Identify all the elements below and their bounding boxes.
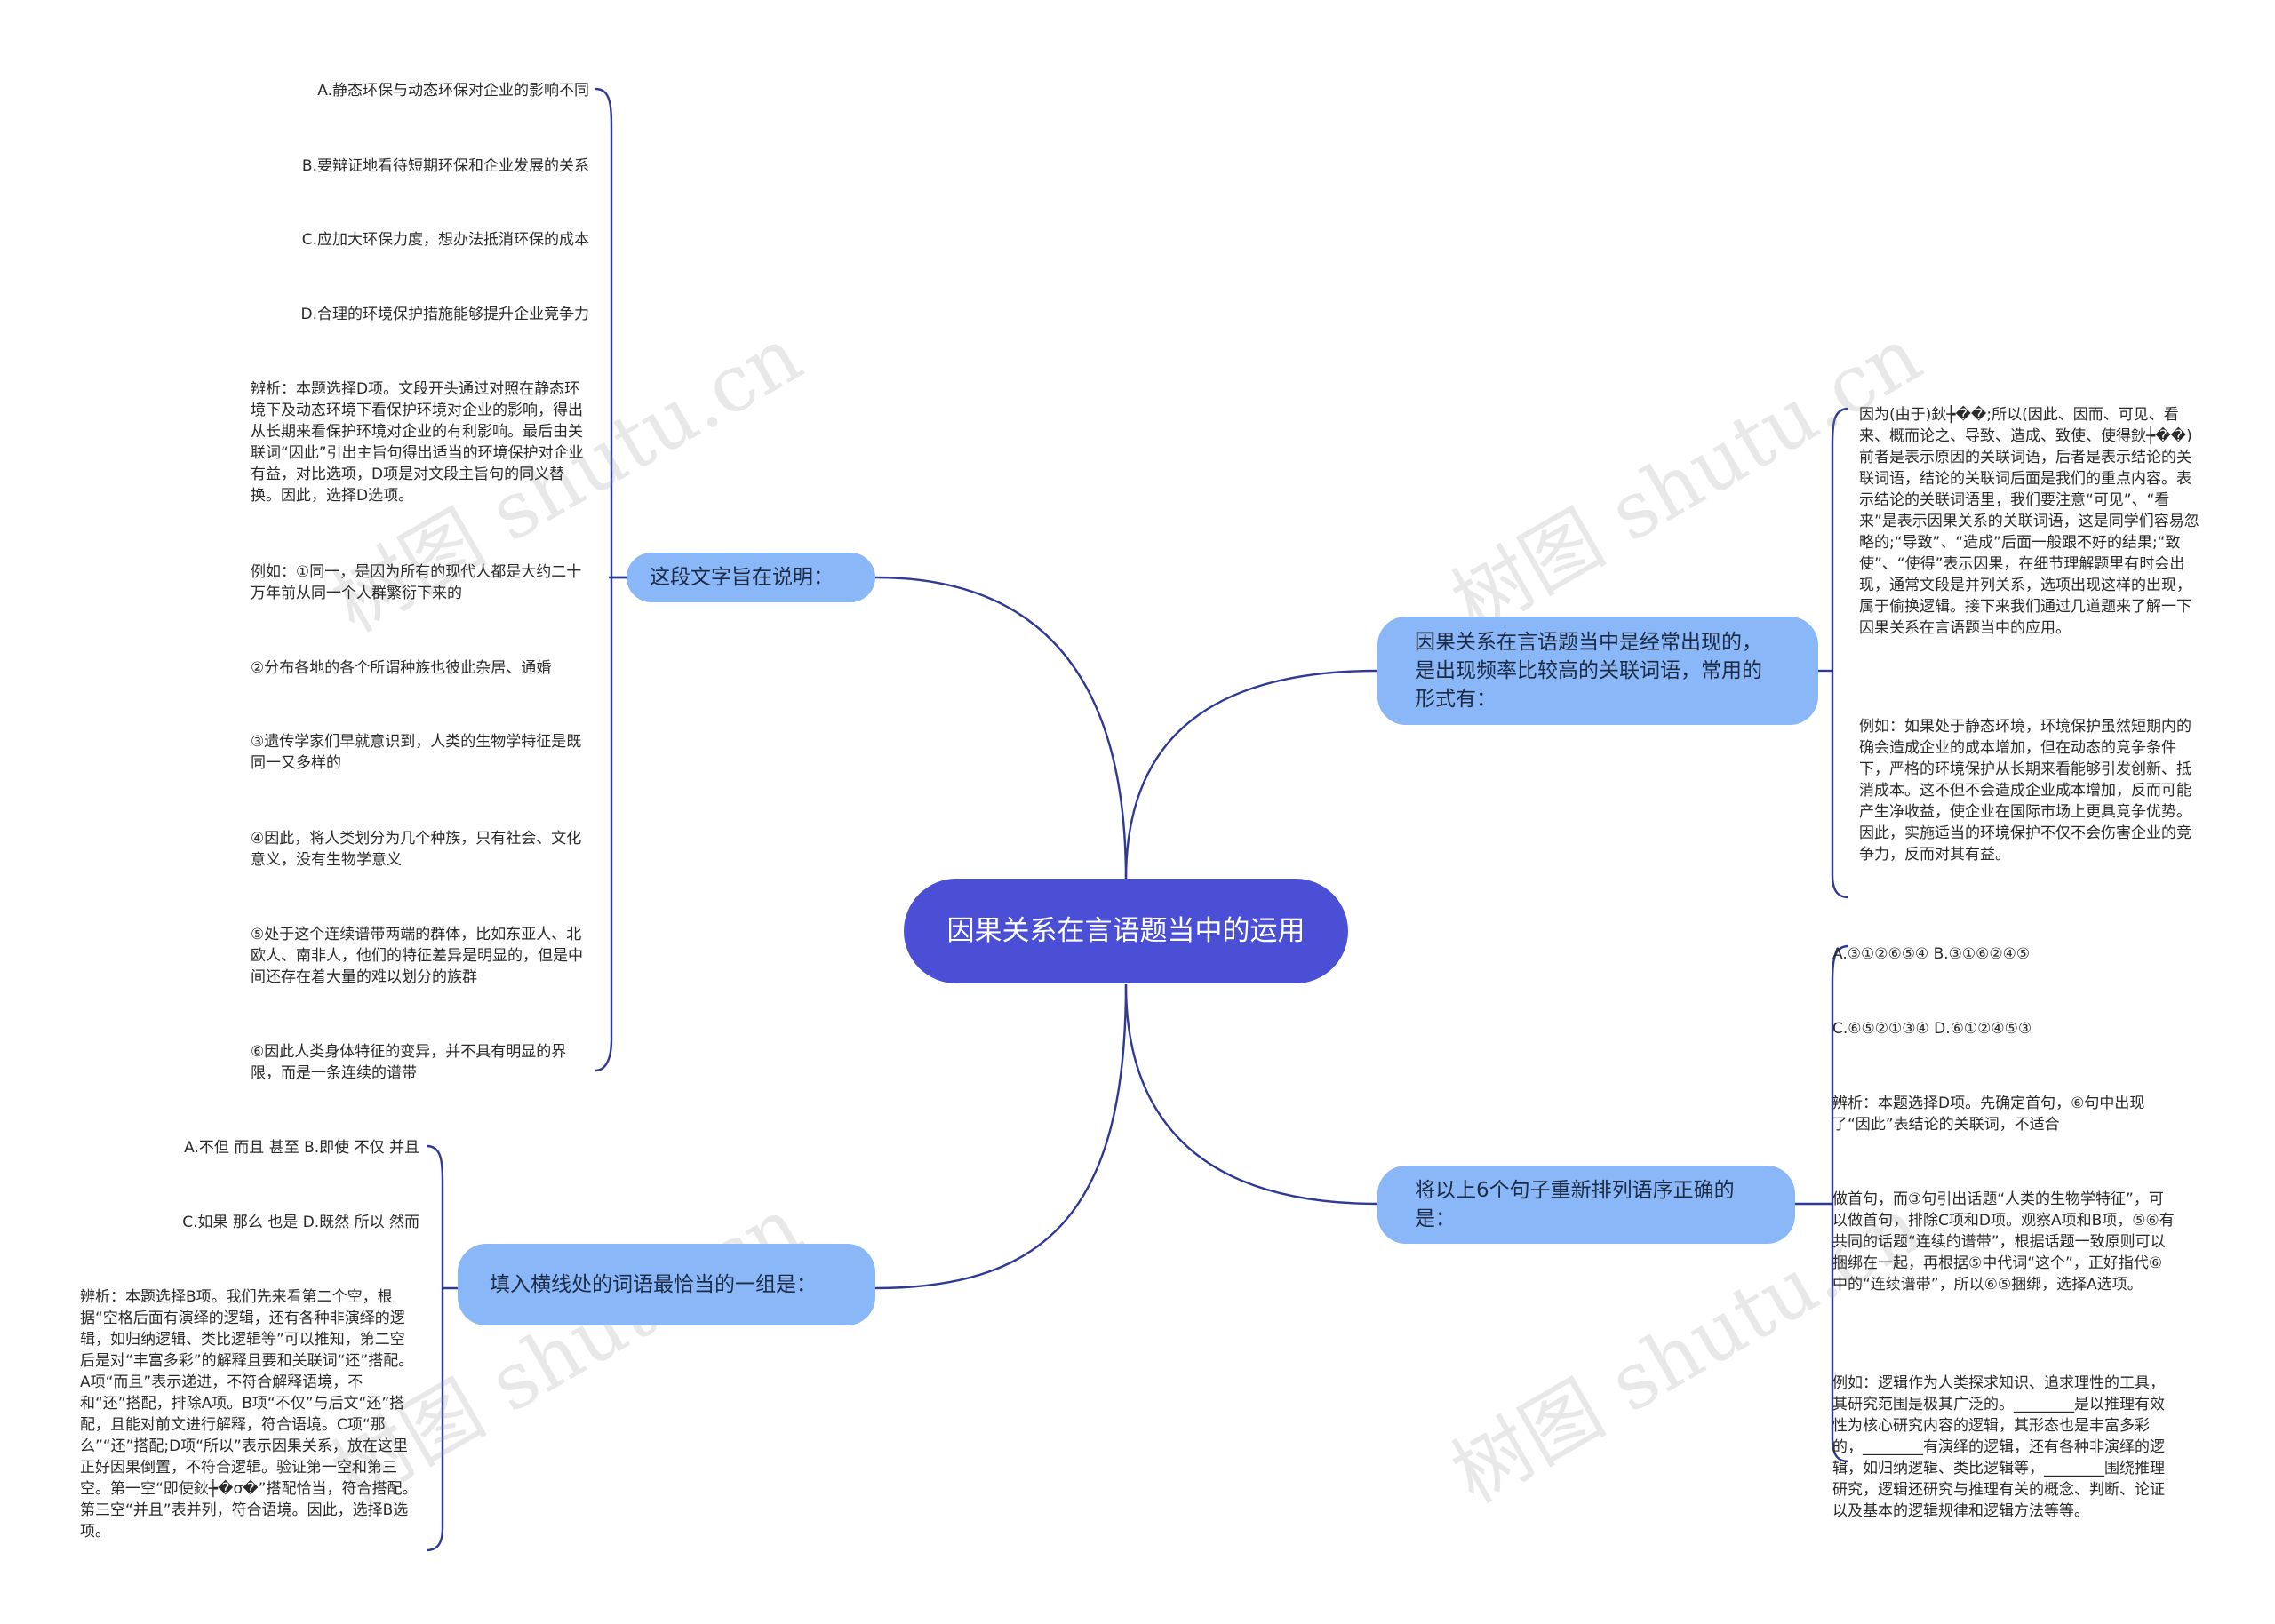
topic-reorder[interactable]: 将以上6个句子重新排列语序正确的是：	[1377, 1166, 1795, 1244]
link-root-causal	[1124, 669, 1378, 880]
list-item: ⑥因此人类身体特征的变异，并不具有明显的界限，而是一条连续的谱带	[251, 1043, 567, 1082]
list-item: 因为(由于)鈥┾��;所以(因此、因而、可见、看来、概而论之、导致、造成、致使、…	[1859, 406, 2199, 637]
bracket-purpose	[595, 87, 613, 1072]
list-item: ⑤处于这个连续谱带两端的群体，比如东亚人、北欧人、南非人，他们的特征差异是明显的…	[251, 926, 583, 986]
list-item: C.如果 那么 也是 D.既然 所以 然而	[182, 1214, 419, 1231]
list-item: A.不但 而且 甚至 B.即使 不仅 并且	[184, 1139, 419, 1157]
list-item: ③遗传学家们早就意识到，人类的生物学特征是既同一又多样的	[251, 733, 582, 772]
list-item: 辨析：本题选择D项。文段开头通过对照在静态环境下及动态环境下看保护环境对企业的影…	[251, 380, 584, 505]
list-item: ②分布各地的各个所谓种族也彼此杂居、通婚	[251, 659, 552, 677]
link-root-reorder	[1124, 983, 1378, 1206]
bracket-fill	[426, 1144, 444, 1552]
topic-label: 这段文字旨在说明：	[650, 566, 834, 589]
list-item: 辨析：本题选择D项。先确定首句，⑥句中出现了“因此”表结论的关联词，不适合	[1832, 1095, 2145, 1134]
list-item: 例如：如果处于静态环境，环境保护虽然短期内的确会造成企业的成本增加，但在动态的竞…	[1859, 718, 2191, 864]
bracket-causal	[1831, 407, 1849, 899]
list-item: 辨析：本题选择B项。我们先来看第二个空，根据“空格后面有演绎的逻辑，还有各种非演…	[80, 1288, 418, 1540]
list-item: 例如：①同一，是因为所有的现代人都是大约二十万年前从同一个人群繁衍下来的	[251, 563, 582, 602]
list-item: ④因此，将人类划分为几个种族，只有社会、文化意义，没有生物学意义	[251, 830, 582, 869]
root-node[interactable]: 因果关系在言语题当中的运用	[904, 879, 1348, 983]
list-item: A.静态环保与动态环保对企业的影响不同	[317, 82, 589, 100]
list-item: C.应加大环保力度，想办法抵消环保的成本	[301, 231, 589, 249]
topic-causal[interactable]: 因果关系在言语题当中是经常出现的，是出现频率比较高的关联词语，常用的形式有：	[1377, 617, 1818, 725]
link-root-fill	[874, 983, 1128, 1290]
topic-purpose[interactable]: 这段文字旨在说明：	[627, 553, 875, 602]
link-root-purpose	[874, 576, 1128, 880]
topic-label: 因果关系在言语题当中是经常出现的，是出现频率比较高的关联词语，常用的形式有：	[1415, 631, 1762, 711]
list-item: A.③①②⑥⑤④ B.③①⑥②④⑤	[1832, 945, 2031, 963]
list-item: C.⑥⑤②①③④ D.⑥①②④⑤③	[1832, 1020, 2032, 1038]
list-item: B.要辩证地看待短期环保和企业发展的关系	[301, 157, 589, 175]
topic-label: 将以上6个句子重新排列语序正确的是：	[1415, 1179, 1735, 1230]
topic-label: 填入横线处的词语最恰当的一组是：	[490, 1273, 817, 1296]
list-item: 例如：逻辑作为人类探求知识、追求理性的工具，其研究范围是极其广泛的。______…	[1832, 1374, 2165, 1520]
list-item: D.合理的环境保护措施能够提升企业竞争力	[300, 306, 590, 323]
list-item: 做首句，而③句引出话题“人类的生物学特征”，可以做首句，排除C项和D项。观察A项…	[1832, 1190, 2175, 1294]
bracket-reorder	[1831, 944, 1849, 1463]
topic-fill[interactable]: 填入横线处的词语最恰当的一组是：	[458, 1244, 875, 1325]
